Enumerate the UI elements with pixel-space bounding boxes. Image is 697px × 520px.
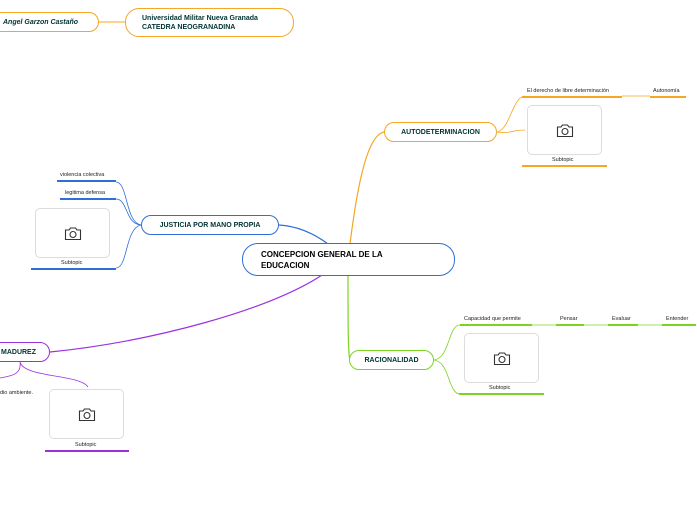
madurez-child-label[interactable]: dio ambiente.	[0, 390, 34, 396]
connector-justicia-children	[115, 181, 142, 269]
justicia-subtopic-underline	[31, 268, 116, 270]
racionalidad-chain-3-underline	[662, 324, 696, 326]
branch-racionalidad[interactable]: RACIONALIDAD	[349, 350, 434, 370]
organization-node[interactable]: Universidad Militar Nueva Granada CATEDR…	[125, 8, 294, 37]
auto-child-label[interactable]: El derecho de libre determinación	[527, 88, 609, 94]
connector-auto-children	[496, 95, 526, 133]
branch-madurez-title: MADUREZ	[1, 348, 36, 356]
racionalidad-chain-1-label[interactable]: Pensar	[560, 316, 578, 322]
connector-madurez	[49, 274, 323, 353]
branch-justicia[interactable]: JUSTICIA POR MANO PROPIA	[141, 215, 279, 235]
justicia-child-1-underline	[57, 180, 116, 182]
camera-icon	[64, 227, 82, 241]
camera-icon	[493, 352, 511, 366]
justicia-subtopic-label[interactable]: Subtopic	[61, 260, 83, 266]
branch-madurez[interactable]: MADUREZ	[0, 342, 50, 362]
justicia-child-1-label[interactable]: violencia colectiva	[60, 172, 105, 178]
camera-icon	[78, 408, 96, 422]
racionalidad-child-label[interactable]: Capacidad que permite	[464, 316, 521, 322]
auto-subtopic-label[interactable]: Subtopic	[552, 157, 574, 163]
racionalidad-chain-2-underline	[608, 324, 638, 326]
madurez-subtopic-label[interactable]: Subtopic	[75, 442, 97, 448]
auto-grandchild-underline	[650, 96, 686, 98]
connector-racionalidad	[347, 275, 351, 361]
racionalidad-chain-2-label[interactable]: Evaluar	[612, 316, 631, 322]
camera-icon	[556, 124, 574, 138]
auto-subtopic-underline	[522, 165, 607, 167]
connector-racionalidad-children	[433, 324, 461, 395]
justicia-image-placeholder[interactable]	[35, 208, 110, 258]
racionalidad-subtopic-underline	[459, 393, 544, 395]
racionalidad-subtopic-label[interactable]: Subtopic	[489, 385, 511, 391]
auto-grandchild-label[interactable]: Autonomía	[653, 88, 680, 94]
branch-autodeterminacion-title: AUTODETERMINACION	[401, 128, 480, 136]
central-topic-line-2: EDUCACION	[261, 260, 310, 270]
connector-autodeterminacion	[349, 131, 385, 245]
branch-racionalidad-title: RACIONALIDAD	[364, 356, 419, 364]
connector-madurez-children	[0, 361, 89, 388]
justicia-child-2-underline	[60, 198, 116, 200]
madurez-subtopic-underline	[45, 450, 129, 452]
racionalidad-child-underline	[460, 324, 532, 326]
auto-image-placeholder[interactable]	[527, 105, 602, 155]
connector-justicia	[278, 224, 329, 245]
author-node[interactable]: Angel Garzon Castaño	[0, 12, 99, 32]
racionalidad-chain-3-label[interactable]: Entender	[666, 316, 689, 322]
auto-child-underline	[522, 96, 622, 98]
racionalidad-chain-1-underline	[556, 324, 584, 326]
central-topic-line-1: CONCEPCION GENERAL DE LA	[261, 249, 383, 259]
organization-line-1: Universidad Militar Nueva Granada	[142, 14, 258, 22]
madurez-image-placeholder[interactable]	[49, 389, 124, 439]
organization-line-2: CATEDRA NEOGRANADINA	[142, 23, 236, 31]
justicia-child-2-label[interactable]: legitima defensa	[65, 190, 106, 196]
author-name: Angel Garzon Castaño	[3, 18, 79, 26]
branch-autodeterminacion[interactable]: AUTODETERMINACION	[384, 122, 497, 142]
central-topic[interactable]: CONCEPCION GENERAL DE LA EDUCACION	[242, 243, 455, 276]
branch-justicia-title: JUSTICIA POR MANO PROPIA	[159, 221, 261, 229]
racionalidad-image-placeholder[interactable]	[464, 333, 539, 383]
